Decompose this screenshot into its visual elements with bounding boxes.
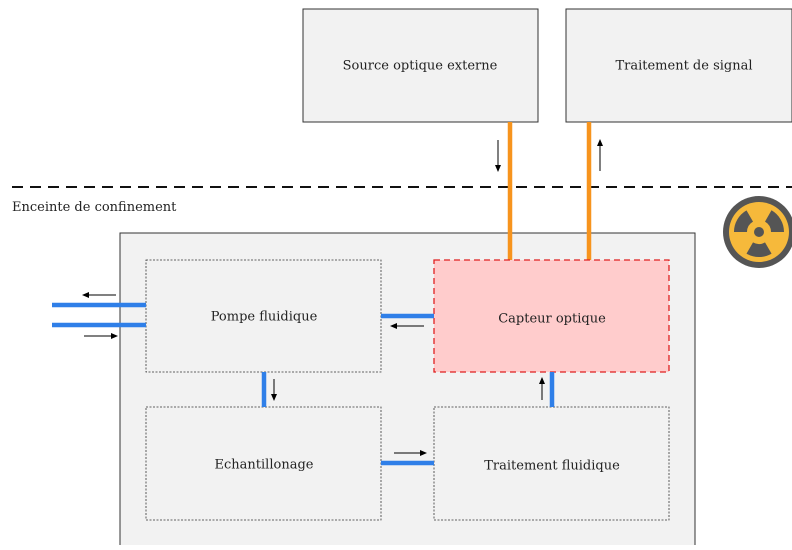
fluidique-block: Traitement fluidique xyxy=(433,406,670,521)
signal-label: Traitement de signal xyxy=(615,59,752,74)
pompe-label: Pompe fluidique xyxy=(211,310,318,325)
source-label: Source optique externe xyxy=(343,59,498,74)
signal-block: Traitement de signal xyxy=(565,8,792,123)
echantillonage-block: Echantillonage xyxy=(145,406,382,521)
fluidique-label: Traitement fluidique xyxy=(484,459,620,474)
radiation-icon xyxy=(723,196,792,268)
fluid-lines xyxy=(52,302,555,466)
echantillonage-label: Echantillonage xyxy=(215,458,314,473)
source-block: Source optique externe xyxy=(302,8,539,123)
enclosure-label: Enceinte de confinement xyxy=(12,200,177,215)
capteur-label: Capteur optique xyxy=(498,312,606,327)
capteur-block: Capteur optique xyxy=(433,259,670,373)
pompe-block: Pompe fluidique xyxy=(145,259,382,373)
